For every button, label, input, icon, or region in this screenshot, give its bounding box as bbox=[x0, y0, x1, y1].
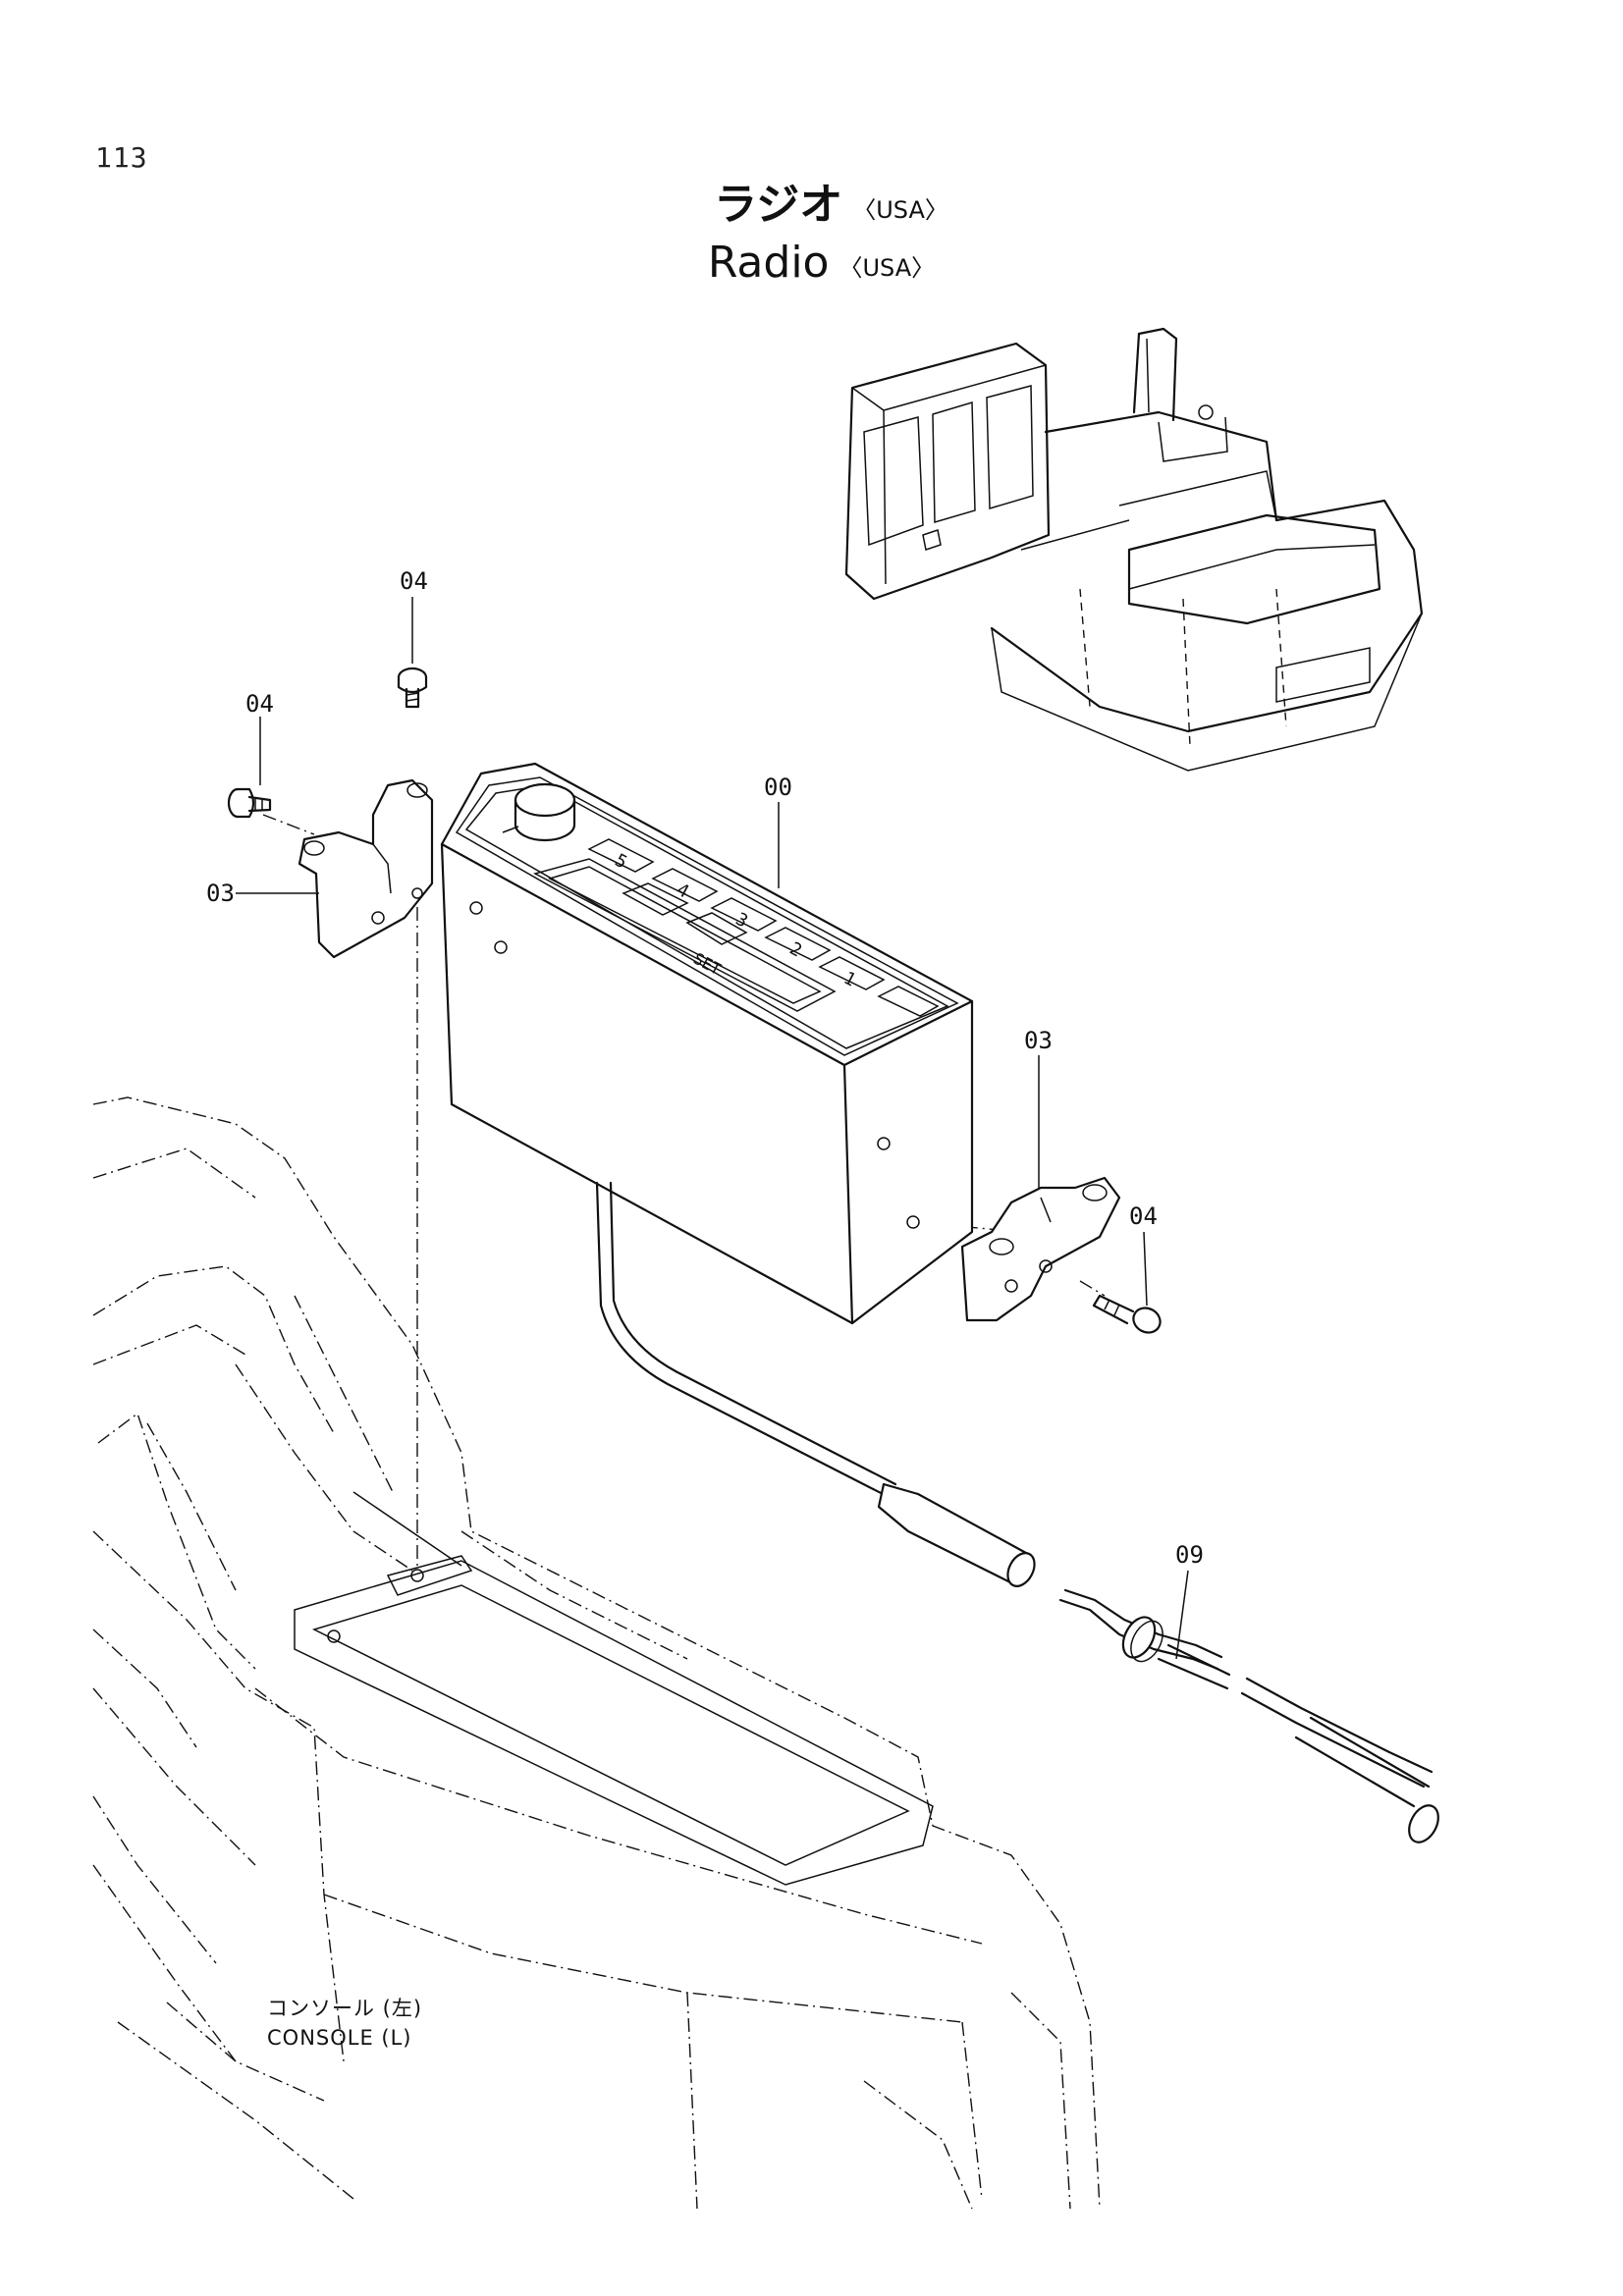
title-jp-line: ラジオ〈USA〉 bbox=[39, 169, 1623, 232]
callout-radio: 00 bbox=[764, 774, 792, 801]
title-en-region: 〈USA〉 bbox=[839, 253, 936, 282]
screw-right bbox=[1092, 1294, 1162, 1334]
console-phantom-outline bbox=[92, 1096, 1101, 2210]
excavator-thumbnail bbox=[844, 327, 1424, 772]
callout-bracket-right: 03 bbox=[1024, 1027, 1053, 1054]
assembly-leader-lines bbox=[262, 805, 1106, 1643]
title-block: ラジオ〈USA〉 Radio〈USA〉 bbox=[0, 169, 1623, 288]
radio-unit: 5 4 3 2 1 SET bbox=[440, 762, 974, 1325]
title-en-line: Radio 〈USA〉 bbox=[20, 238, 1623, 288]
bracket-right bbox=[960, 1176, 1121, 1322]
bracket-left bbox=[298, 778, 434, 959]
callout-bracket-left: 03 bbox=[206, 880, 235, 907]
console-label-en: CONSOLE (L) bbox=[267, 2026, 412, 2050]
callout-screw-right: 04 bbox=[1129, 1202, 1158, 1230]
callout-antenna-cable: 09 bbox=[1175, 1541, 1204, 1569]
callout-screw-top: 04 bbox=[400, 567, 428, 595]
screw-top bbox=[397, 667, 428, 709]
page-number: 113 bbox=[95, 141, 148, 174]
callout-screw-left: 04 bbox=[245, 690, 274, 718]
preset-buttons bbox=[587, 838, 940, 1017]
title-en: Radio bbox=[707, 238, 830, 288]
screw-left bbox=[227, 787, 272, 819]
radio-antenna-lead bbox=[595, 1181, 1036, 1587]
antenna-extension-cable bbox=[1058, 1588, 1439, 1843]
title-jp-region: 〈USA〉 bbox=[852, 195, 948, 224]
callout-leaders bbox=[236, 597, 1189, 1660]
console-label-jp: コンソール (左) bbox=[267, 1997, 422, 2020]
title-jp: ラジオ bbox=[714, 180, 843, 230]
